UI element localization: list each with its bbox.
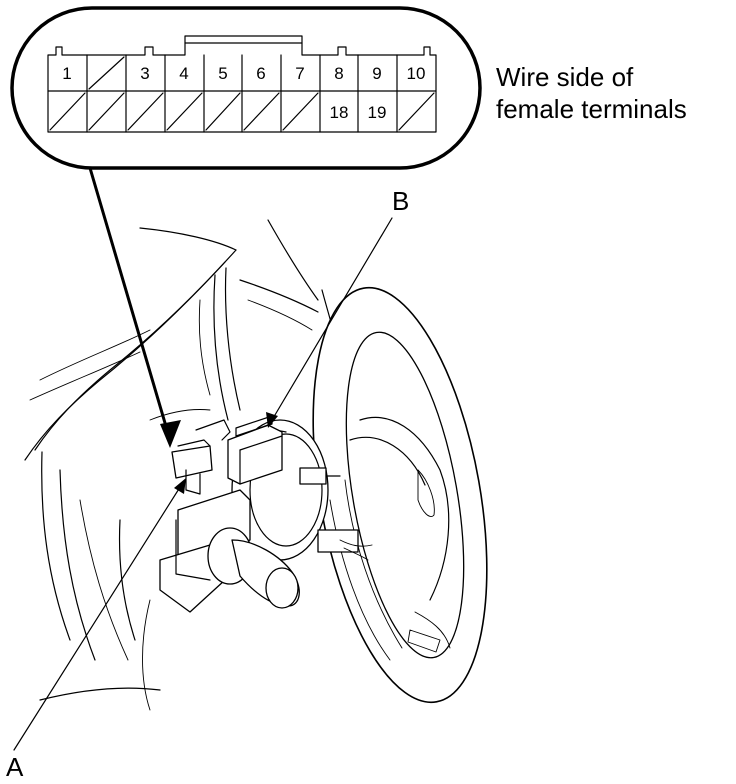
pin-7: 7 [295, 64, 304, 83]
pin-10: 10 [407, 64, 426, 83]
connector-callout: 1 3 4 5 6 7 8 9 10 18 19 [10, 6, 482, 170]
pin-6: 6 [256, 64, 265, 83]
callout-bubble [10, 6, 482, 170]
bubble-pointer-arrowhead [160, 420, 181, 448]
pin-9: 9 [372, 64, 381, 83]
callout-b-label: B [392, 186, 409, 216]
caption-line-1: Wire side of [496, 62, 634, 92]
pin-8: 8 [334, 64, 343, 83]
callout-a-label: A [6, 752, 24, 782]
caption-line-2: female terminals [496, 94, 687, 124]
pin-19: 19 [368, 103, 387, 122]
pin-18: 18 [330, 103, 349, 122]
leader-lines [13, 166, 393, 751]
pin-5: 5 [218, 64, 227, 83]
pin-1: 1 [62, 64, 71, 83]
connector-outline [47, 35, 437, 133]
connector-a [171, 419, 231, 495]
unused-cavity-marks [49, 56, 435, 131]
bubble-pointer-line [88, 166, 172, 442]
pin-3: 3 [140, 64, 149, 83]
connector-grid [86, 54, 398, 133]
connector-b [227, 415, 283, 485]
pin-4: 4 [179, 64, 188, 83]
pin-numbers: 1 3 4 5 6 7 8 9 10 18 19 [62, 64, 425, 122]
combination-switch [159, 489, 300, 613]
dashboard-outline [24, 219, 345, 711]
